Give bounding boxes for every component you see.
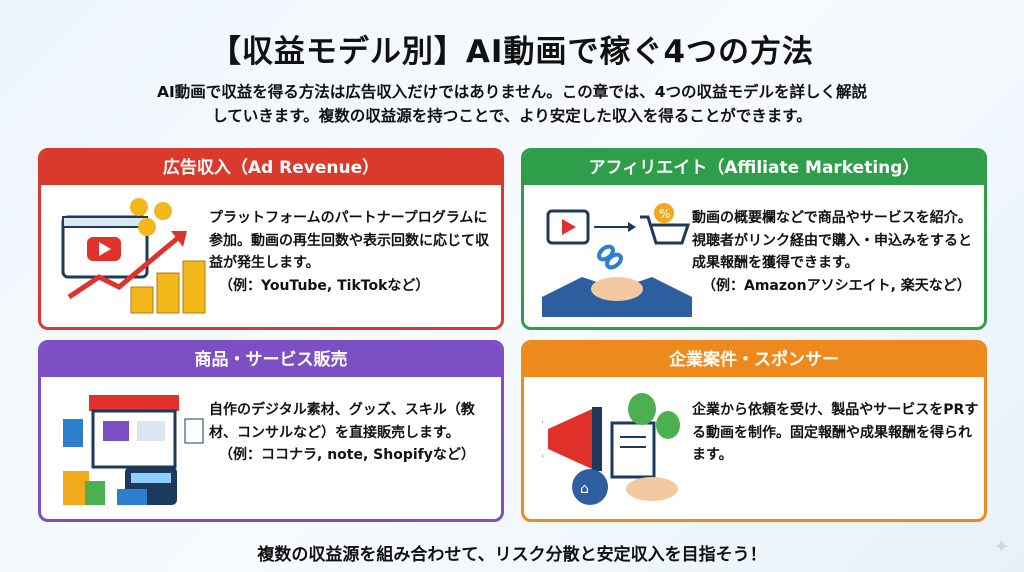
- card-text: プラットフォームのパートナープログラムに参加。動画の再生回数や表示回数に応じて収…: [209, 210, 489, 271]
- card-example: （例：YouTube, TikTokなど）: [219, 277, 430, 294]
- card-text: 企業から依頼を受け、製品やサービスをPRする動画を制作。固定報酬や成果報酬を得ら…: [692, 402, 979, 463]
- card-body: 動画の概要欄などで商品やサービスを紹介。視聴者がリンク経由で購入・申込みをすると…: [692, 207, 982, 297]
- affiliate-handshake-icon: %: [542, 203, 692, 317]
- card-text: 動画の概要欄などで商品やサービスを紹介。視聴者がリンク経由で購入・申込みをすると…: [692, 210, 972, 271]
- svg-text:⌂: ⌂: [580, 481, 589, 497]
- sparkle-icon: ✦: [993, 534, 1010, 558]
- card-body: 企業から依頼を受け、製品やサービスをPRする動画を制作。固定報酬や成果報酬を得ら…: [692, 399, 982, 467]
- card-product-sales: 商品・サービス販売 自作のデジタル素材、グッズ、スキル（教材、コンサルなど）を直…: [38, 340, 504, 522]
- card-body: 自作のデジタル素材、グッズ、スキル（教材、コンサルなど）を直接販売します。 （例：…: [209, 399, 499, 467]
- card-affiliate: アフィリエイト（Affiliate Marketing） % 動画の概要欄などで…: [521, 148, 987, 330]
- card-body: プラットフォームのパートナープログラムに参加。動画の再生回数や表示回数に応じて収…: [209, 207, 499, 297]
- intro-text: AI動画で収益を得る方法は広告収入だけではありません。この章では、4つの収益モデ…: [60, 80, 964, 128]
- video-revenue-icon: [61, 198, 206, 314]
- card-title: 商品・サービス販売: [41, 343, 501, 377]
- intro-line-1: AI動画で収益を得る方法は広告収入だけではありません。この章では、4つの収益モデ…: [156, 83, 868, 101]
- online-store-icon: [63, 395, 204, 505]
- card-title: アフィリエイト（Affiliate Marketing）: [524, 151, 984, 185]
- card-title: 広告収入（Ad Revenue）: [41, 151, 501, 185]
- footer-message: 複数の収益源を組み合わせて、リスク分散と安定収入を目指そう！: [257, 545, 767, 565]
- card-sponsorship: 企業案件・スポンサー ⌂ 企業から依頼を受け、製品やサービスをPRする動画を制作…: [521, 340, 987, 522]
- page-title: 【収益モデル別】AI動画で稼ぐ4つの方法: [209, 34, 815, 70]
- card-text: 自作のデジタル素材、グッズ、スキル（教材、コンサルなど）を直接販売します。: [209, 402, 475, 441]
- sponsorship-megaphone-icon: ⌂: [542, 393, 680, 505]
- card-title: 企業案件・スポンサー: [524, 343, 984, 377]
- card-example: （例：Amazonアソシエイト, 楽天など）: [702, 277, 971, 294]
- svg-text:%: %: [659, 207, 670, 221]
- card-ad-revenue: 広告収入（Ad Revenue） プラットフォームのパートナープログラムに参加。…: [38, 148, 504, 330]
- intro-line-2: していきます。複数の収益源を持つことで、より安定した収入を得ることができます。: [212, 107, 812, 125]
- card-example: （例：ココナラ, note, Shopifyなど）: [219, 447, 475, 463]
